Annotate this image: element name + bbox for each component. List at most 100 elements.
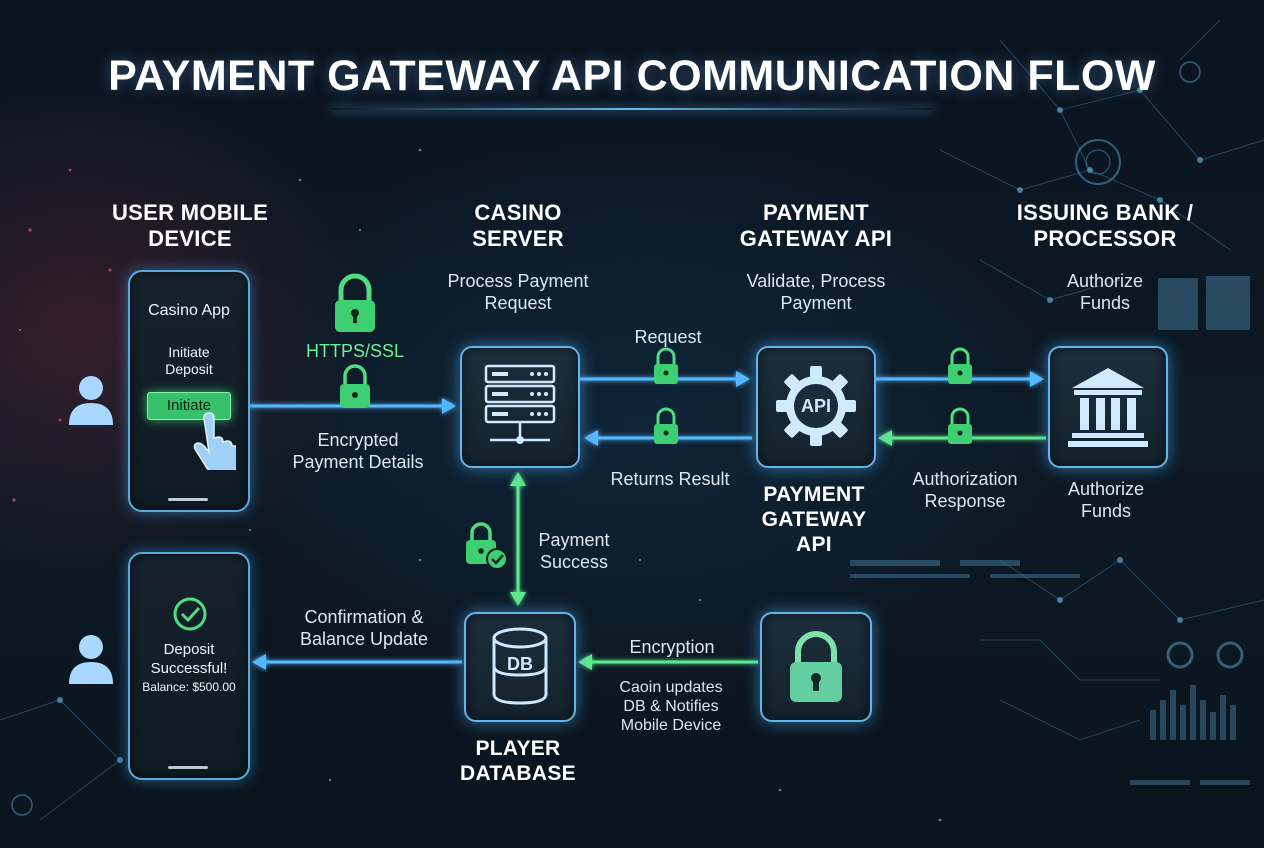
label-line: Funds (1080, 501, 1132, 521)
arrowhead (252, 654, 266, 670)
caption-line: PLAYER (475, 737, 561, 760)
subtitle-line: Funds (1079, 293, 1131, 313)
subtitle-line: Payment (780, 293, 852, 313)
gateway-node-caption: PAYMENT GATEWAY API (744, 482, 884, 557)
padlock-icon (654, 407, 678, 444)
mobile-phone-success: Deposit Successful! Balance: $500.00 (128, 552, 250, 780)
phone-home-indicator (168, 498, 208, 501)
authorization-response-label: Authorization Response (890, 468, 1040, 512)
api-gear-icon (776, 366, 856, 446)
returns-result-label: Returns Result (610, 469, 730, 489)
casino-server-subtitle: Process Payment Request (408, 270, 628, 314)
player-database-caption: PLAYER DATABASE (428, 736, 608, 786)
caption-line: PAYMENT (763, 483, 865, 506)
gateway-subtitle: Validate, Process Payment (706, 270, 926, 314)
label-line: Payment (538, 530, 610, 550)
phone-home-indicator (168, 766, 208, 769)
database-icon (492, 627, 548, 705)
header-line: PROCESSOR (1033, 226, 1177, 251)
prompt-line: Initiate (168, 344, 210, 360)
gateway-header: PAYMENT GATEWAY API (706, 200, 926, 252)
header-line: ISSUING BANK / (1016, 200, 1194, 225)
user-device-header: USER MOBILE DEVICE (70, 200, 310, 252)
label-line: Authorization (912, 469, 1018, 489)
padlock-icon (340, 364, 370, 408)
message-line: Successful! (150, 660, 228, 677)
authorize-funds-caption: Authorize Funds (1044, 478, 1168, 522)
subtitle-line: Authorize (1066, 271, 1144, 291)
arrowhead (578, 654, 592, 670)
large-padlock-icon (790, 631, 842, 702)
api-badge-text: API (800, 396, 831, 416)
tap-hand-icon (193, 412, 236, 470)
user-avatar-icon (69, 376, 113, 425)
header-line: DEVICE (148, 226, 232, 251)
prompt-line: Deposit (165, 361, 213, 377)
label-line: Payment Details (292, 452, 424, 472)
subtitle-line: Process Payment (447, 271, 589, 291)
bank-subtitle: Authorize Funds (1010, 270, 1200, 314)
arrowhead (510, 592, 526, 606)
arrowhead (1030, 371, 1044, 387)
page-title: PAYMENT GATEWAY API COMMUNICATION FLOW (108, 52, 1156, 100)
padlock-icon (948, 347, 972, 384)
padlock-icon (948, 407, 972, 444)
label-line: Response (924, 491, 1006, 511)
subtitle-line: Validate, Process (746, 271, 886, 291)
arrowhead (442, 398, 456, 414)
encrypted-payment-label: Encrypted Payment Details (270, 429, 446, 473)
label-line: Authorize (1067, 479, 1145, 499)
padlock-icon (654, 347, 678, 384)
encryption-label: Encryption (629, 637, 715, 657)
label-line: Encrypted (317, 430, 399, 450)
https-padlock-icon (335, 273, 375, 332)
title-underline (330, 108, 934, 110)
request-label: Request (634, 327, 702, 347)
mobile-phone-initiate: Casino App Initiate Deposit Initiate (128, 270, 250, 512)
arrowhead (510, 472, 526, 486)
checkmark-circle-icon (173, 597, 207, 631)
bank-icon (1068, 368, 1148, 447)
player-database-node[interactable]: DB (464, 612, 576, 722)
bank-header: ISSUING BANK / PROCESSOR (990, 200, 1220, 252)
header-line: GATEWAY API (739, 226, 893, 251)
header-line: PAYMENT (762, 200, 869, 225)
issuing-bank-node[interactable] (1048, 346, 1168, 468)
user-avatar-icon (69, 635, 113, 684)
confirmation-balance-label: Confirmation & Balance Update (282, 606, 446, 650)
initiate-button[interactable]: Initiate (147, 392, 231, 420)
label-line: DB & Notifies (623, 698, 719, 715)
header-line: CASINO (474, 200, 562, 225)
caption-line: API (796, 533, 832, 556)
arrowhead (878, 430, 892, 446)
label-line: Mobile Device (620, 717, 722, 734)
https-ssl-label: HTTPS/SSL (305, 341, 405, 361)
payment-success-label: Payment Success (528, 529, 620, 573)
label-line: Balance Update (299, 629, 429, 649)
caption-line: DATABASE (460, 762, 576, 785)
arrowhead (584, 430, 598, 446)
label-line: Caoin updates (619, 679, 723, 696)
header-line: SERVER (472, 226, 564, 251)
label-line: Success (539, 552, 609, 572)
casino-server-header: CASINO SERVER (418, 200, 618, 252)
casino-server-node[interactable] (460, 346, 580, 468)
message-line: Deposit (163, 641, 215, 658)
caption-line: GATEWAY (761, 508, 867, 531)
phone-app-name: Casino App (148, 302, 230, 319)
phone-prompt: Initiate Deposit (130, 344, 248, 378)
casino-updates-label: Caoin updates DB & Notifies Mobile Devic… (598, 678, 744, 735)
deposit-success-message: Deposit Successful! (130, 640, 248, 678)
padlock-check-icon (466, 522, 508, 570)
label-line: Confirmation & (304, 607, 424, 627)
header-line: USER MOBILE (111, 200, 269, 225)
arrowhead (736, 371, 750, 387)
gateway-api-node[interactable]: API (756, 346, 876, 468)
encryption-lock-node[interactable] (760, 612, 872, 722)
server-icon (484, 364, 556, 444)
db-badge-text: DB (507, 654, 533, 674)
balance-text: Balance: $500.00 (142, 680, 236, 694)
subtitle-line: Request (484, 293, 552, 313)
